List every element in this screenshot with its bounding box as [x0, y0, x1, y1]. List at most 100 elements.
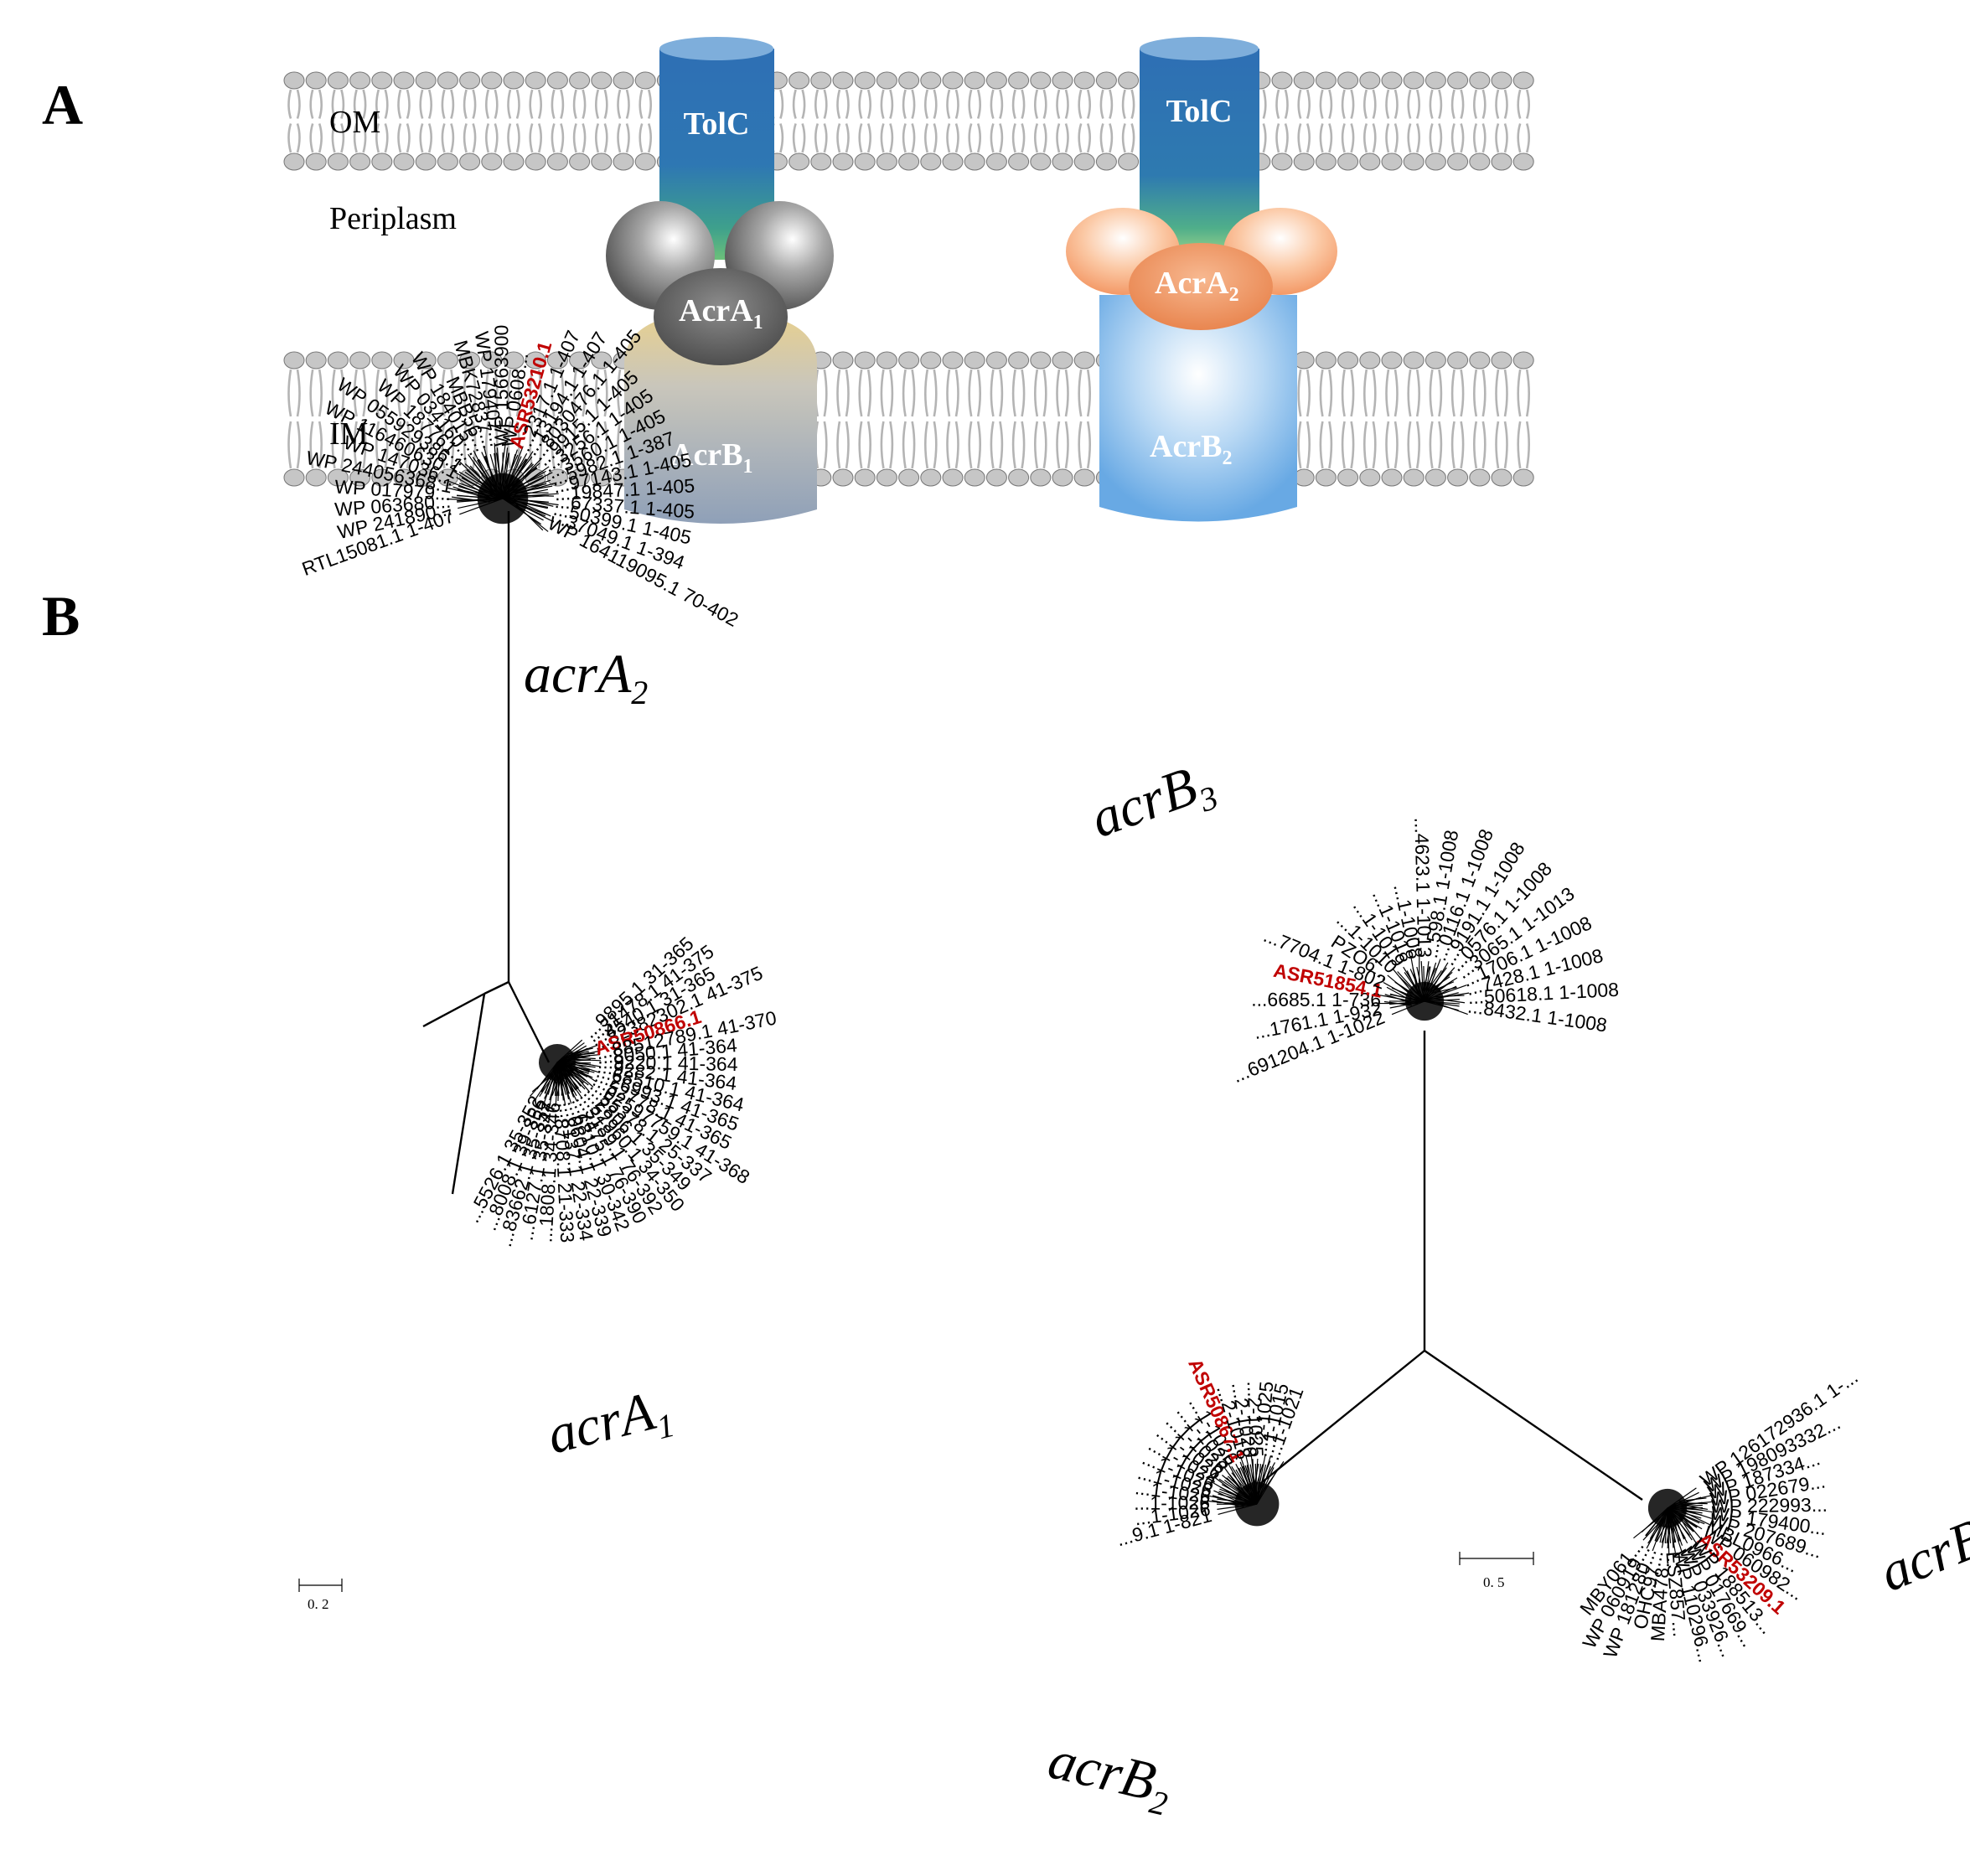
tree-branch	[1424, 985, 1457, 1002]
tree-branch	[1256, 1465, 1267, 1505]
om-lipid-head	[1052, 71, 1073, 90]
om-lipid-tail	[836, 89, 850, 153]
im-lipid-tail	[1450, 369, 1465, 469]
im-lipid-tail	[1429, 369, 1443, 469]
im-lipid-head	[1491, 351, 1512, 370]
om-lipid-head	[437, 71, 458, 90]
svg-text:acrB3: acrB3	[1083, 750, 1223, 856]
tolc1-label: TolC	[684, 106, 750, 142]
im-lipid-tail	[419, 369, 432, 469]
om-lipid-tail	[397, 89, 411, 153]
im-lipid-tail	[331, 369, 345, 469]
om-lipid-head	[569, 71, 591, 90]
om-lipid-head	[1425, 71, 1446, 90]
om-lipid-head	[503, 71, 525, 90]
im-lipid-head	[876, 351, 897, 370]
im-lipid-tail	[1407, 369, 1420, 469]
im-lipid-tail	[1319, 369, 1333, 469]
om-lipid-head	[613, 71, 634, 90]
im-lipid-head	[546, 351, 568, 370]
tolc2-protein: TolC	[1140, 37, 1259, 260]
om-lipid-head	[1337, 152, 1359, 171]
im-lipid-head	[393, 351, 415, 370]
om-lipid-head	[1315, 152, 1337, 171]
om-lipid-tail	[1429, 89, 1443, 153]
im-lipid-tail	[1034, 369, 1047, 469]
tree-branch	[1667, 1507, 1682, 1542]
im-lipid-head	[985, 351, 1007, 370]
tree-branch	[502, 472, 541, 499]
im-lipid-head	[1073, 468, 1095, 487]
om-lipid-head	[481, 71, 503, 90]
im-lipid-head	[305, 351, 327, 370]
om-lipid-head	[283, 71, 305, 90]
svg-text:acrB2: acrB2	[1042, 1729, 1178, 1822]
om-lipid-tail	[572, 89, 587, 153]
im-lipid-head	[1425, 468, 1446, 487]
tree-branch	[502, 458, 528, 499]
om-lipid-tail	[968, 89, 981, 153]
acrb3-gene-label: acrB	[1083, 756, 1205, 850]
om-lipid-tail	[880, 89, 894, 153]
tree-branch	[556, 1062, 577, 1091]
om-lipid-tail	[924, 89, 938, 153]
tree-branch	[1231, 1472, 1258, 1505]
tree-branch	[502, 477, 545, 499]
svg-text:acrA1: acrA1	[541, 1377, 678, 1472]
im-lipid-tail	[990, 369, 1004, 469]
im-lipid-head	[1030, 351, 1052, 370]
om-lipid-head	[1381, 71, 1403, 90]
tree-branch	[1649, 1507, 1668, 1539]
om-lipid-tail	[792, 89, 806, 153]
om-lipid-tail	[331, 89, 345, 153]
tree-branch	[556, 1045, 587, 1063]
om-lipid-head	[789, 71, 810, 90]
tree-branch	[547, 1062, 558, 1095]
om-lipid-head	[459, 71, 481, 90]
outer-membrane	[283, 71, 1534, 171]
im-lipid-head	[1381, 351, 1403, 370]
om-lipid-tail	[1275, 89, 1289, 153]
om-lipid-head	[898, 71, 920, 90]
om-lipid-tail	[287, 89, 301, 153]
tree-branch	[556, 1062, 580, 1089]
im-lipid-head	[898, 468, 920, 487]
im-lipid-tail	[529, 369, 542, 469]
im-lipid-head	[1447, 351, 1469, 370]
om-lipid-head	[327, 152, 349, 171]
tree-branch	[1391, 1000, 1425, 1016]
scale-bar-acrb-label: 0. 5	[1483, 1574, 1505, 1590]
tree-branch	[1645, 1507, 1668, 1537]
om-lipid-head	[1469, 71, 1491, 90]
om-lipid-tail	[1517, 89, 1530, 153]
tree-branch	[502, 453, 516, 499]
leaf-label: ...2-1025	[1244, 1381, 1268, 1458]
tree-branch	[502, 488, 549, 499]
om-lipid-head	[525, 152, 546, 171]
om-lipid-tail	[485, 89, 499, 153]
tree-branch	[556, 1062, 584, 1084]
im-lipid-tail	[507, 369, 520, 469]
tree-acra-branch-lower-left	[422, 992, 485, 1028]
om-lipid-head	[415, 152, 437, 171]
om-lipid-tail	[375, 89, 389, 153]
om-lipid-head	[327, 71, 349, 90]
om-lipid-head	[1095, 71, 1117, 90]
om-lipid-head	[810, 152, 832, 171]
acrb2-protein: AcrB2	[1099, 295, 1297, 522]
om-lipid-head	[810, 71, 832, 90]
acrb2-label: AcrB	[1150, 429, 1223, 464]
tree-branch	[1667, 1506, 1704, 1509]
om-lipid-tail	[1363, 89, 1377, 153]
im-lipid-head	[415, 468, 437, 487]
om-lipid-head	[283, 152, 305, 171]
clade-acrb3: ...691204.1 1-1022...1761.1 1-932...6685…	[1229, 817, 1619, 1087]
im-lipid-tail	[902, 369, 916, 469]
tree-branch	[1654, 1507, 1668, 1542]
im-lipid-head	[481, 351, 503, 370]
tree-branch	[556, 1062, 592, 1064]
tree-branch	[1416, 966, 1425, 1002]
leaf-label: ...1-1026	[1134, 1491, 1210, 1513]
tree-branch	[556, 1055, 591, 1063]
